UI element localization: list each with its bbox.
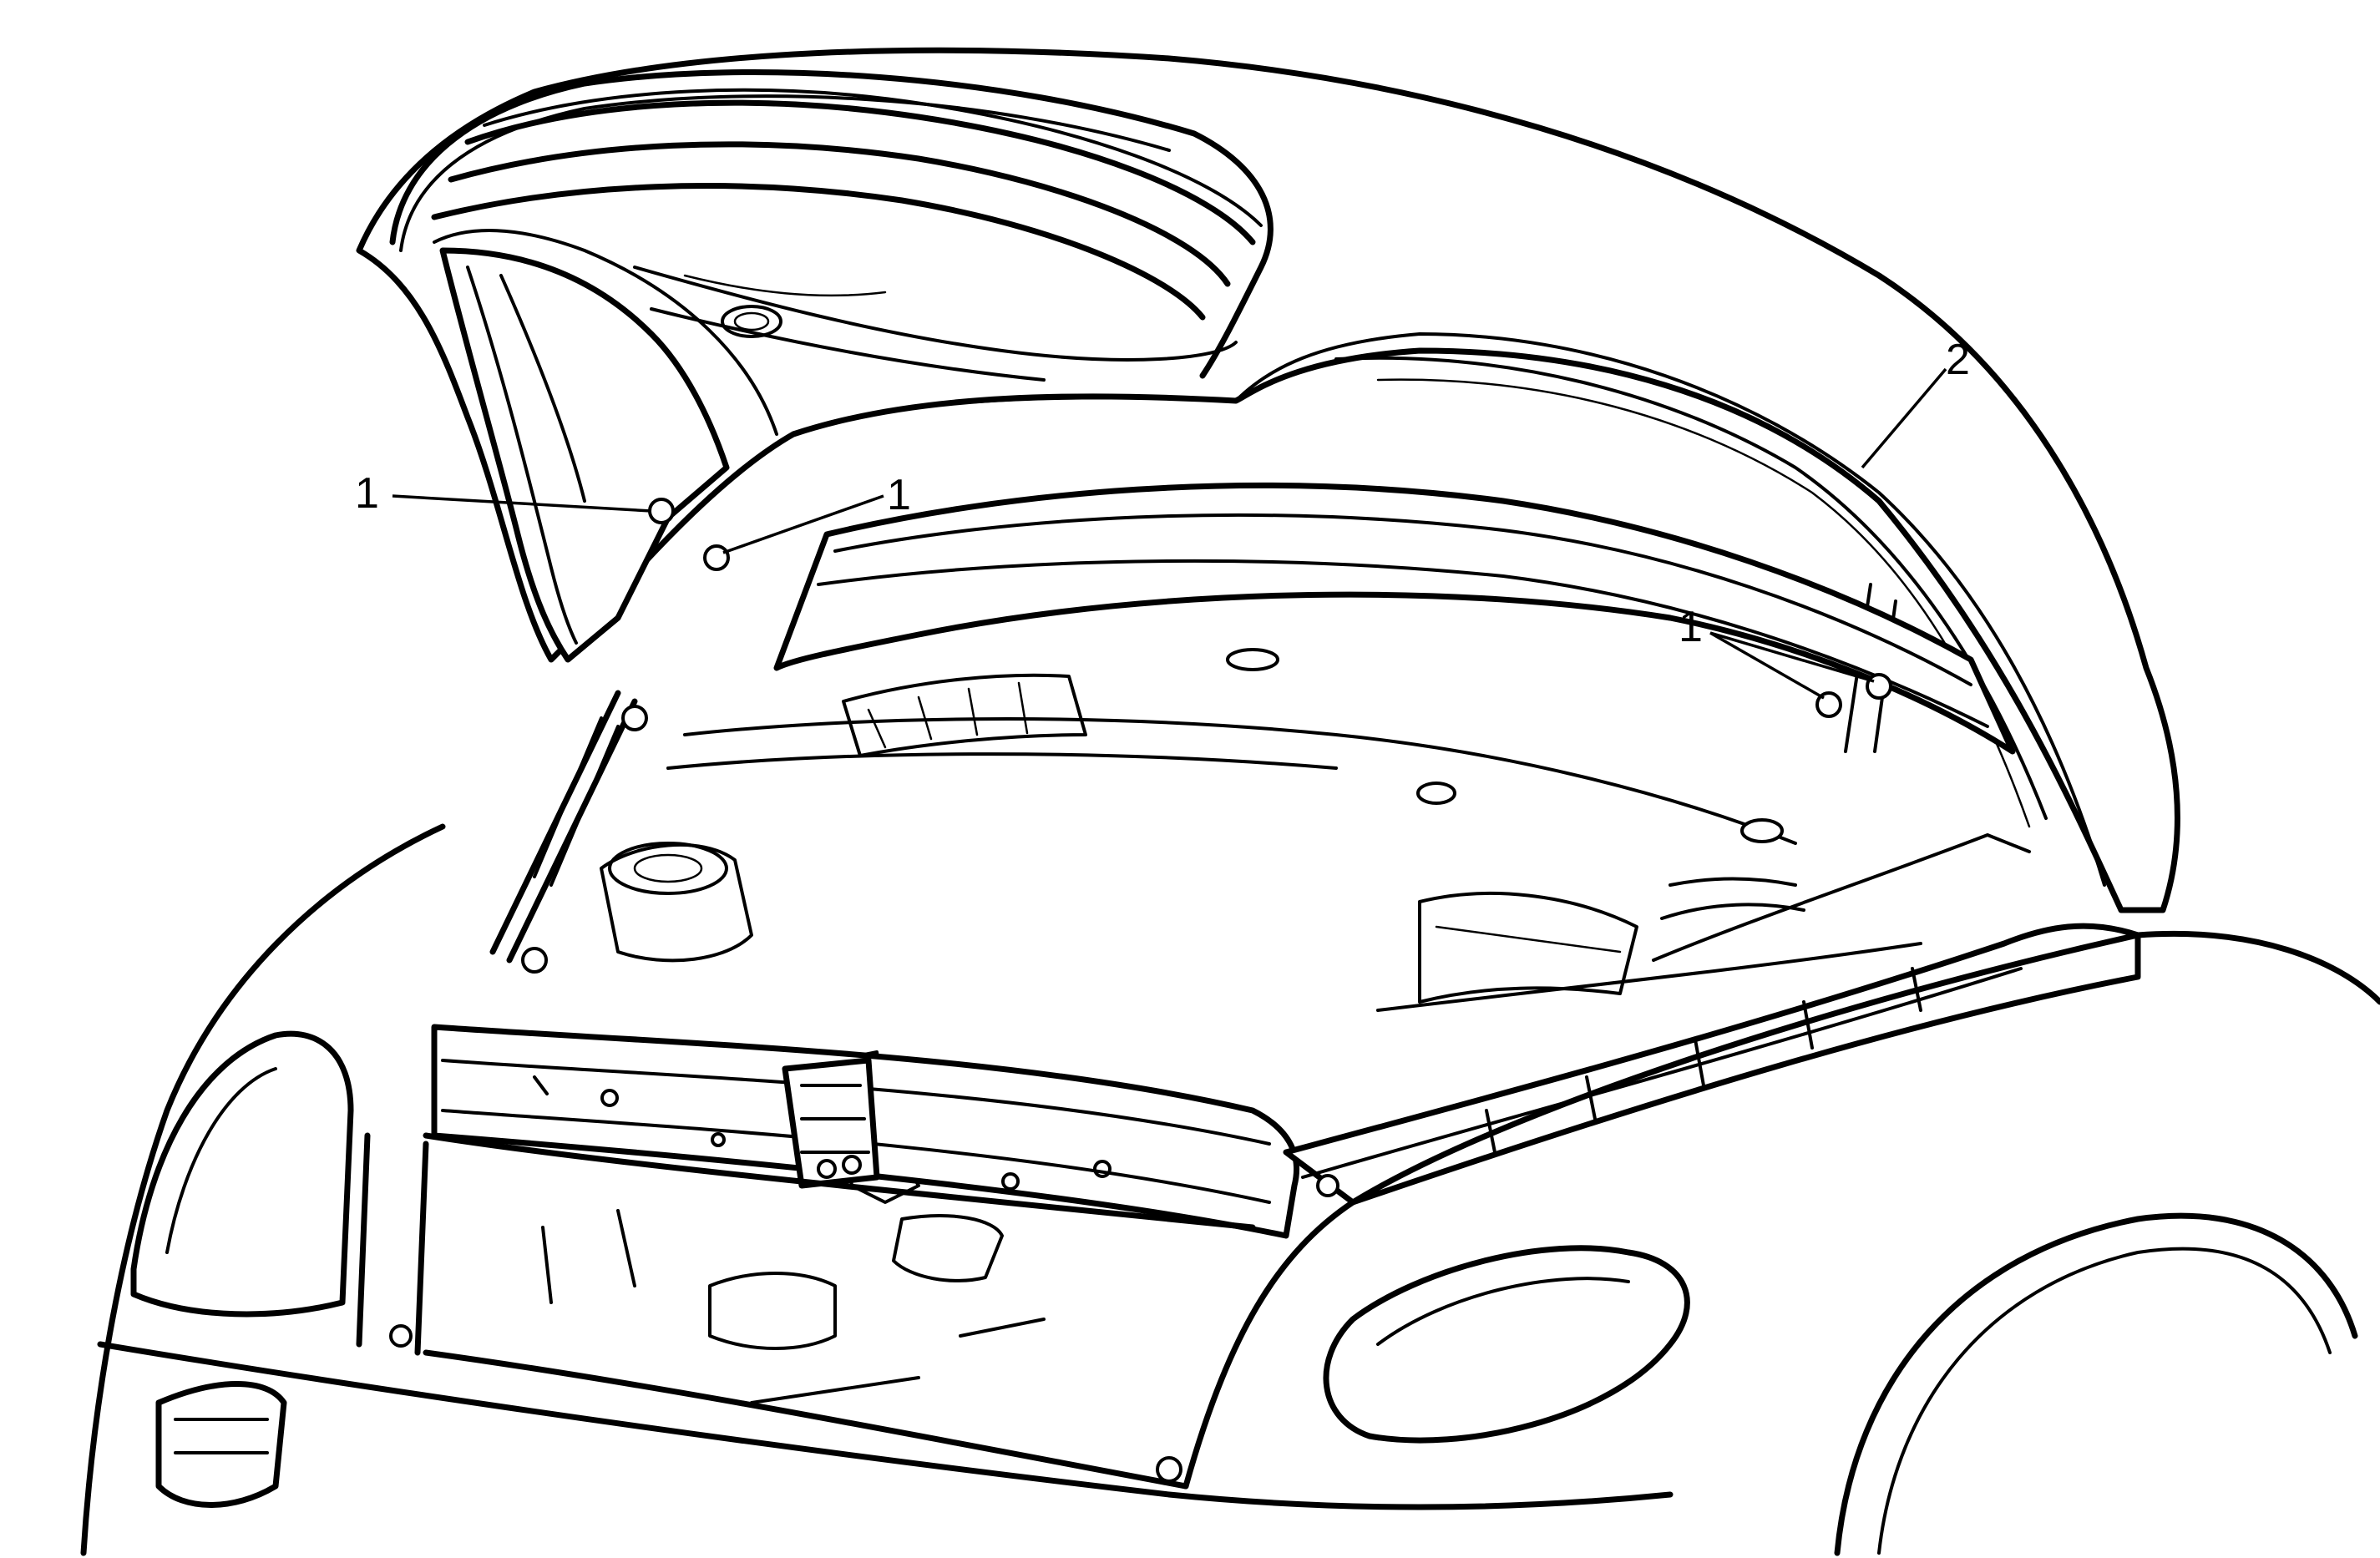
- left-hood-strut: [489, 690, 648, 974]
- engine-bay: [541, 717, 2031, 1404]
- callout-label: 2: [1946, 336, 1970, 384]
- right-fender-rail: [1283, 923, 2141, 1206]
- hood-panel: [356, 47, 2180, 913]
- leader-line-1b: [722, 494, 884, 554]
- callout-label: 1: [355, 469, 379, 518]
- cowl-panel: [773, 482, 2016, 757]
- front-body: [80, 823, 2380, 1556]
- leader-line-1a: [392, 494, 652, 513]
- callout-labels: 1 1 1 2: [355, 336, 1970, 651]
- fastener-nut-left-lower: [703, 544, 730, 571]
- leader-line-2: [1861, 367, 1947, 469]
- leader-line-1c: [1709, 631, 1825, 700]
- callout-label: 1: [887, 471, 911, 519]
- fastener-nut-left-upper: [648, 498, 675, 524]
- fastener-nut-right-b: [1866, 673, 1892, 700]
- radiator-support: [431, 1024, 1300, 1239]
- leader-line-1d: [1709, 631, 1875, 683]
- leader-lines: [392, 367, 1947, 700]
- callout-label: 1: [1679, 603, 1703, 651]
